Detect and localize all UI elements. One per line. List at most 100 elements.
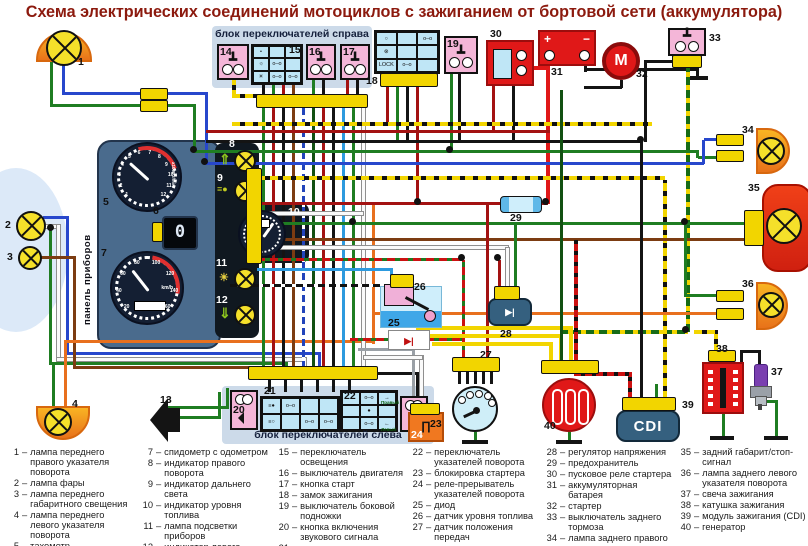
wire-segment — [775, 400, 778, 436]
legend-item: 2–лампа фары — [13, 478, 85, 489]
num-34: 34 — [742, 124, 754, 136]
legend-item: 22–переключатель указателей поворота — [412, 447, 525, 468]
junction-dot — [201, 158, 208, 165]
battery-plus: + — [544, 32, 552, 46]
wire-segment — [272, 84, 275, 97]
wire-segment — [450, 74, 453, 151]
num-4: 4 — [72, 398, 78, 410]
num-28: 28 — [500, 328, 512, 340]
wire-segment — [684, 225, 687, 296]
wire-segment — [684, 294, 718, 297]
wire-segment — [257, 176, 665, 180]
wire-segment — [206, 130, 550, 133]
connector — [410, 403, 440, 415]
wire-segment — [390, 268, 393, 276]
wire-segment — [49, 362, 287, 365]
wire-segment — [256, 211, 364, 216]
tach-ticks — [117, 147, 177, 207]
legend-item: 40–генератор — [680, 522, 746, 533]
wire-segment — [546, 66, 550, 204]
legend-item: 10–индикатор уровня топлива — [142, 500, 242, 521]
wire-segment — [584, 62, 587, 72]
switch-cell: o–o — [285, 70, 301, 83]
wire-segment — [458, 370, 461, 384]
gear-indicator: 0 — [162, 216, 198, 250]
gauge-tick: 11 — [166, 182, 172, 189]
horn-body — [168, 408, 180, 432]
wire-segment — [64, 340, 374, 343]
gauge-tick: 3 — [118, 172, 121, 179]
wire-segment — [350, 338, 390, 341]
wire-segment — [492, 86, 495, 131]
switch-cell: ≡○ — [262, 414, 281, 430]
junction-dot — [458, 254, 465, 261]
tachometer: x1000 r/min — [105, 135, 189, 219]
wire-segment — [426, 338, 464, 341]
wire-segment — [256, 245, 509, 250]
wire-segment — [663, 180, 667, 399]
connector — [140, 100, 168, 112]
switch-cell: o–o — [300, 414, 319, 430]
left-turn-indicator-lamp — [234, 304, 256, 326]
gear-connector — [152, 222, 163, 242]
switch-cell: ☼ — [253, 58, 269, 71]
num-26: 26 — [414, 281, 426, 293]
wire-segment — [230, 284, 392, 287]
right-turn-indicator-icon: ⇑ — [219, 151, 231, 167]
fuse — [500, 196, 542, 213]
switch-cell — [396, 32, 418, 46]
wire-segment — [352, 106, 355, 368]
wire-segment — [262, 84, 265, 97]
horn-button: 20 — [230, 390, 258, 430]
spark-plug-insulator — [754, 364, 768, 388]
wire-segment — [282, 84, 285, 97]
num-2: 2 — [5, 219, 11, 231]
gauge-tick: 8 — [157, 153, 161, 160]
num-38: 38 — [716, 343, 728, 355]
wire-segment — [66, 216, 69, 354]
fuel-float-ball — [424, 310, 436, 322]
num-30: 30 — [490, 28, 502, 40]
wire-segment — [396, 86, 399, 142]
connector — [708, 350, 736, 362]
legend-item: 3–лампа переднего габаритного свещения — [13, 489, 128, 510]
wire-segment — [56, 357, 306, 362]
junction-dot — [681, 218, 688, 225]
gauge-tick: 4 — [121, 162, 124, 169]
rear-right-turn-lamp — [757, 137, 785, 165]
wire-segment — [568, 432, 571, 440]
wire-segment — [257, 258, 464, 261]
switch-cell: o–o — [360, 417, 378, 430]
wire-segment — [257, 238, 746, 241]
legend-item: 25–диод — [412, 500, 456, 511]
wire-segment — [348, 378, 351, 392]
wire-segment — [232, 94, 258, 98]
num-21: 21 — [264, 385, 276, 397]
switch-cell — [342, 392, 360, 405]
wire-segment — [312, 80, 315, 97]
wire-segment — [206, 140, 642, 143]
right-switch-block-label: блок переключателей справа — [215, 28, 369, 40]
wire-segment — [416, 372, 419, 404]
side-stand-icon: ┻ — [457, 45, 465, 60]
gauge-tick: 1 — [125, 191, 129, 198]
gauge-tick: 2 — [119, 182, 123, 189]
num-27: 27 — [480, 349, 492, 361]
wire-segment — [644, 60, 675, 63]
gauge-tick: 9 — [164, 162, 168, 169]
gear-position-sensor — [452, 386, 498, 432]
wire-segment — [696, 68, 699, 76]
turn-left-label: Левый — [381, 427, 397, 432]
wire-segment — [490, 370, 493, 384]
wire-segment — [232, 78, 236, 98]
wire-segment — [486, 204, 489, 358]
wire-segment — [193, 150, 696, 153]
legend-item: 16–выключатель двигателя — [278, 468, 404, 479]
switch-cell — [269, 46, 285, 59]
legend-item: 33–выключатель заднего тормоза — [546, 512, 662, 533]
legend-item: 4–лампа переднего левого указателя повор… — [13, 510, 105, 541]
wire-segment — [722, 414, 725, 436]
gauge-tick: 5 — [128, 153, 131, 160]
legend-item: 19–выключатель боковой подножки — [278, 501, 395, 522]
